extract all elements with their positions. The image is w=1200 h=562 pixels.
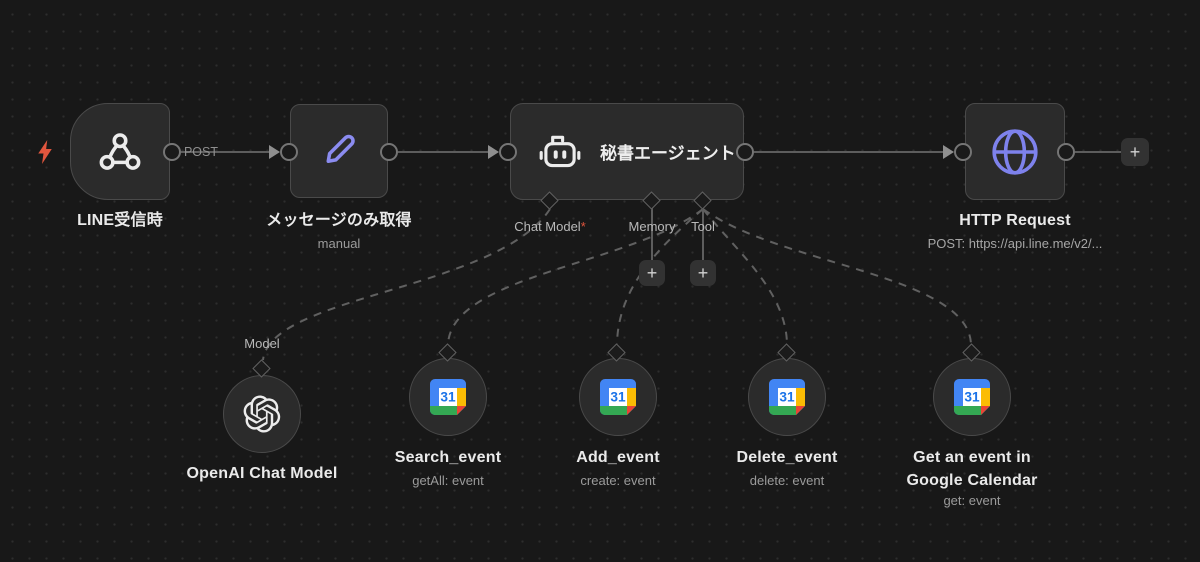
node-get-message[interactable] — [290, 104, 388, 198]
plus-icon: + — [1129, 142, 1141, 162]
node-label-line-trigger: LINE受信時 — [77, 212, 163, 229]
node-label-search-event: Search_event — [394, 449, 502, 466]
agent-port-label-tool: Tool — [691, 219, 715, 234]
arrowhead — [943, 145, 954, 159]
node-subtitle-add-event: create: event — [580, 473, 656, 488]
node-label-http-request: HTTP Request — [959, 212, 1071, 229]
arrowhead — [488, 145, 499, 159]
calendar-day-text: 31 — [964, 390, 980, 405]
robot-icon — [539, 135, 581, 167]
node-subtitle-delete-event: delete: event — [749, 473, 825, 488]
google-calendar-icon: 31 — [769, 379, 805, 415]
openai-icon — [243, 395, 281, 433]
input-port[interactable] — [280, 143, 298, 161]
node-get-event[interactable]: 31 — [933, 358, 1011, 436]
arrowhead — [269, 145, 280, 159]
input-port[interactable] — [499, 143, 517, 161]
node-http-request[interactable] — [965, 103, 1065, 200]
node-subtitle-search-event: getAll: event — [412, 473, 484, 488]
webhook-icon — [99, 132, 141, 170]
node-agent[interactable]: 秘書エージェント — [510, 103, 744, 200]
openai-port-label-model: Model — [244, 336, 280, 351]
node-label-openai: OpenAI Chat Model — [186, 465, 338, 482]
node-delete-event[interactable]: 31 — [748, 358, 826, 436]
node-subtitle-get-message: manual — [317, 236, 361, 251]
calendar-day-text: 31 — [779, 390, 795, 405]
google-calendar-icon: 31 — [430, 379, 466, 415]
required-asterisk: * — [580, 219, 586, 234]
edge-label-post: POST — [183, 145, 219, 159]
node-label-agent: 秘書エージェント — [600, 144, 736, 163]
node-label-get-event: Get an event in Google Calendar — [906, 449, 1038, 489]
port-label-text: Chat Model — [514, 219, 581, 234]
node-subtitle-http-request: POST: https://api.line.me/v2/... — [927, 236, 1103, 251]
agent-port-label-chat-model: Chat Model* — [480, 219, 620, 234]
node-openai-chat-model[interactable] — [223, 375, 301, 453]
plus-icon: + — [646, 263, 658, 283]
node-line-trigger[interactable] — [70, 103, 170, 200]
node-label-add-event: Add_event — [576, 449, 660, 466]
input-port[interactable] — [954, 143, 972, 161]
globe-icon — [992, 128, 1038, 175]
output-port[interactable] — [163, 143, 181, 161]
google-calendar-icon: 31 — [600, 379, 636, 415]
node-add-event[interactable]: 31 — [579, 358, 657, 436]
plus-icon: + — [697, 263, 709, 283]
google-calendar-icon: 31 — [954, 379, 990, 415]
node-label-get-message: メッセージのみ取得 — [266, 212, 412, 229]
node-label-delete-event: Delete_event — [736, 449, 838, 466]
trigger-bolt-icon — [38, 140, 52, 164]
calendar-day-text: 31 — [440, 390, 456, 405]
add-tool-button[interactable]: + — [690, 260, 716, 286]
output-port[interactable] — [380, 143, 398, 161]
node-search-event[interactable]: 31 — [409, 358, 487, 436]
output-port[interactable] — [736, 143, 754, 161]
pencil-icon — [326, 134, 355, 163]
node-subtitle-get-event: get: event — [943, 493, 1001, 508]
output-port[interactable] — [1057, 143, 1075, 161]
add-memory-button[interactable]: + — [639, 260, 665, 286]
calendar-day-text: 31 — [610, 390, 626, 405]
add-next-node-button[interactable]: + — [1121, 138, 1149, 166]
